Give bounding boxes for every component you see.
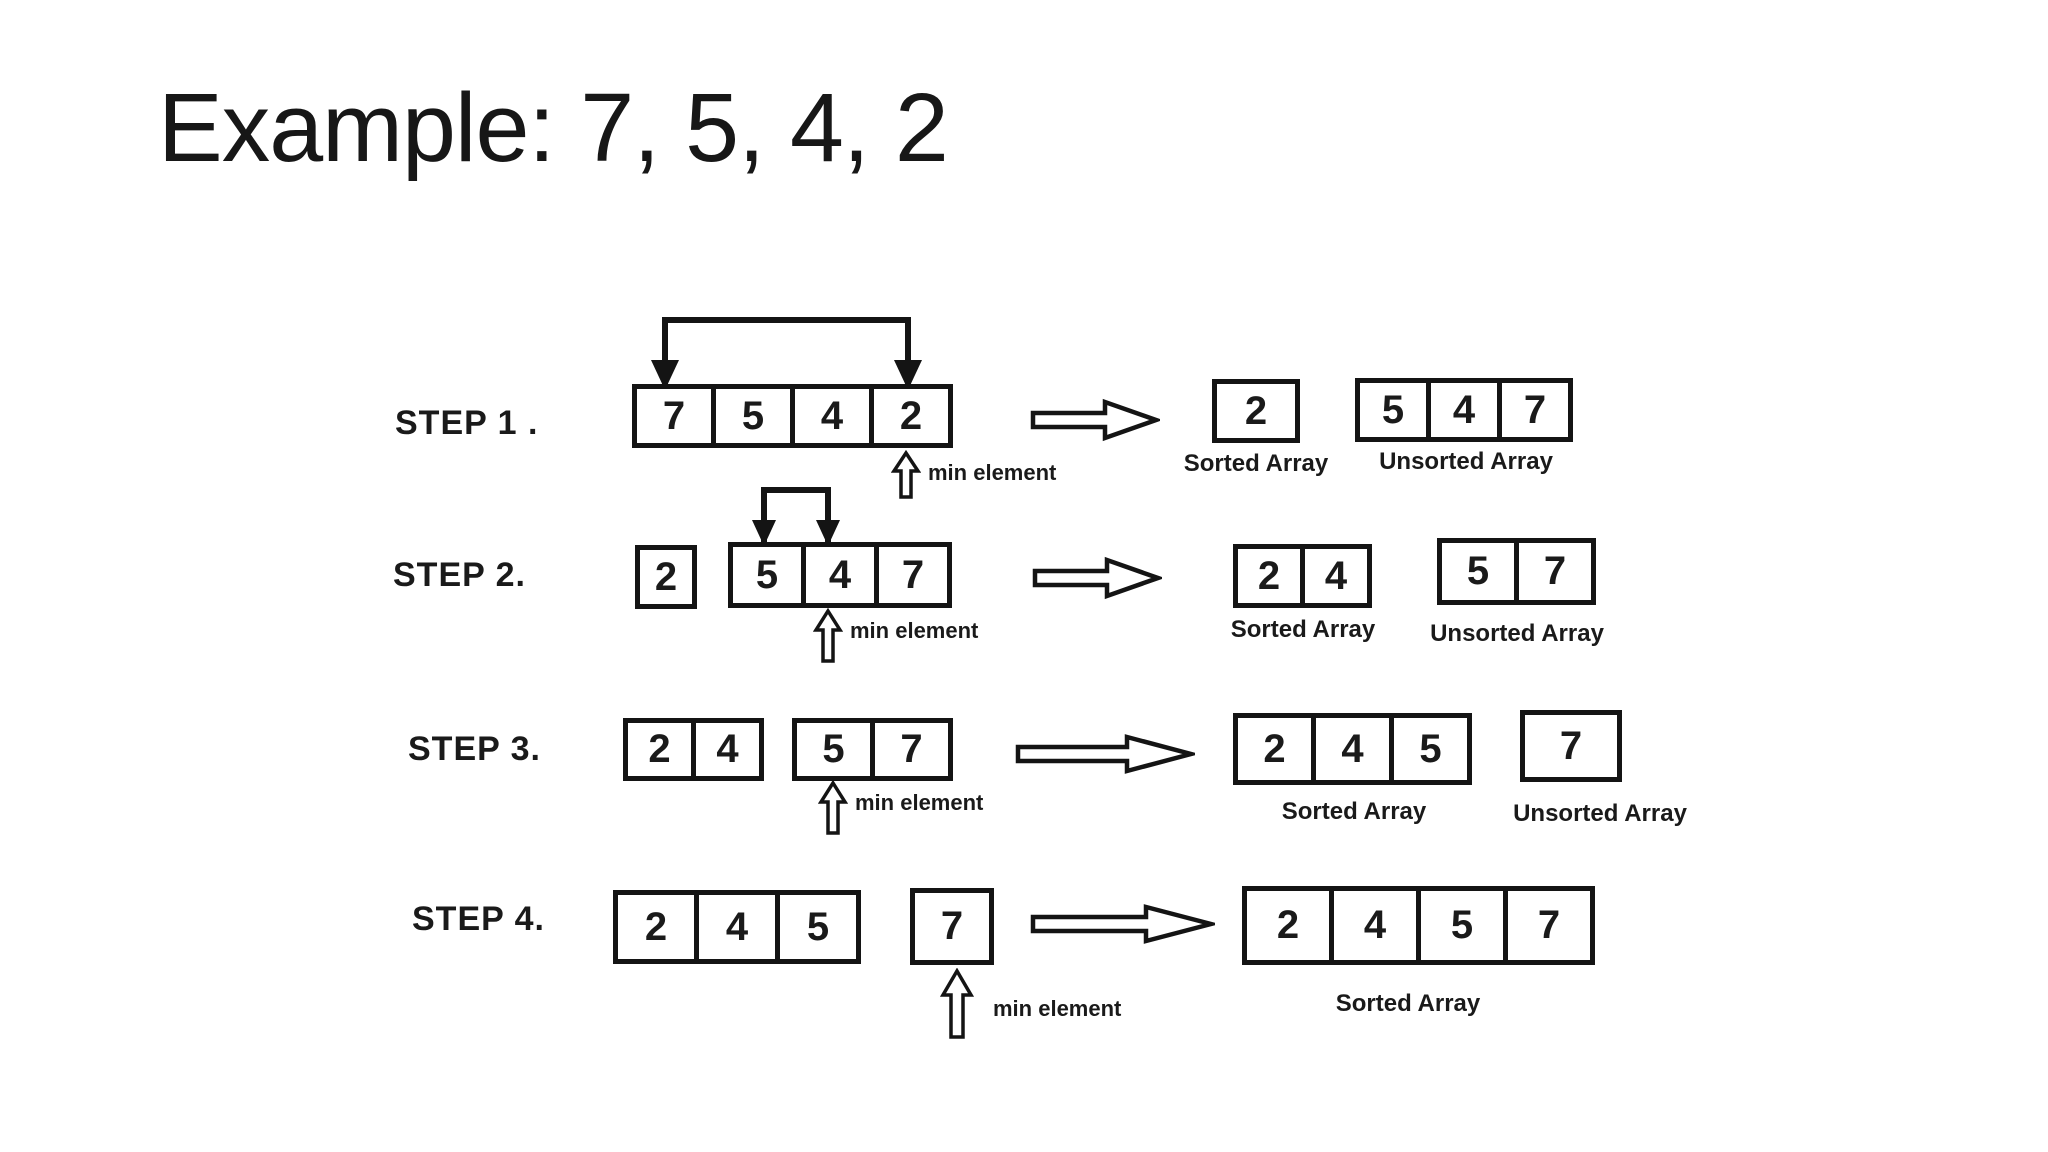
step1-sorted-array: 2 (1212, 379, 1300, 443)
array-cell: 2 (1242, 886, 1334, 965)
array-cell: 4 (1426, 378, 1502, 442)
array-cell: 2 (869, 384, 953, 448)
array-cell: 4 (790, 384, 874, 448)
array-cell: 4 (1311, 713, 1394, 785)
step2-unsorted-array: 5 7 (1437, 538, 1596, 605)
step2-working-array: 5 4 7 (728, 542, 952, 608)
array-cell: 4 (691, 718, 764, 781)
step3-label: STEP 3. (408, 730, 541, 768)
array-cell: 7 (1520, 710, 1622, 782)
step1-sorted-array-label: Sorted Array (1183, 450, 1329, 477)
step4-sorted-array: 2 4 5 7 (1242, 886, 1595, 965)
array-cell: 5 (711, 384, 795, 448)
step3-transform-arrow-icon (1015, 733, 1195, 775)
array-cell: 7 (632, 384, 716, 448)
step1-swap-arrows-icon (645, 306, 935, 392)
step1-min-element-label: min element (928, 460, 1057, 485)
step4-min-element-label: min element (993, 996, 1122, 1021)
array-cell: 5 (1416, 886, 1508, 965)
page-title: Example: 7, 5, 4, 2 (158, 73, 949, 182)
array-cell: 2 (1233, 544, 1305, 608)
step4-transform-arrow-icon (1030, 903, 1215, 945)
step4-sorted-array-label: Sorted Array (1335, 990, 1481, 1017)
step3-unsorted-array-label: Unsorted Array (1513, 800, 1687, 827)
array-cell: 4 (1329, 886, 1421, 965)
step3-unsorted-array: 7 (1520, 710, 1622, 782)
array-cell: 2 (1233, 713, 1316, 785)
array-cell: 2 (1212, 379, 1300, 443)
step2-sorted-array-label: Sorted Array (1230, 616, 1376, 643)
step4-sorted-prefix-array: 2 4 5 (613, 890, 861, 964)
step2-min-element-label: min element (850, 618, 979, 643)
step1-working-array: 7 5 4 2 (632, 384, 953, 448)
step2-unsorted-array-label: Unsorted Array (1430, 620, 1604, 647)
array-cell: 2 (635, 545, 697, 609)
array-cell: 7 (1514, 538, 1596, 605)
array-cell: 5 (1355, 378, 1431, 442)
step3-min-element-label: min element (855, 790, 984, 815)
array-cell: 7 (1503, 886, 1595, 965)
array-cell: 7 (870, 718, 953, 781)
array-cell: 2 (623, 718, 696, 781)
array-cell: 5 (775, 890, 861, 964)
array-cell: 7 (874, 542, 952, 608)
step2-sorted-prefix-array: 2 (635, 545, 697, 609)
step4-working-array: 7 (910, 888, 994, 965)
array-cell: 2 (613, 890, 699, 964)
step1-transform-arrow-icon (1030, 398, 1160, 442)
step2-min-element-arrow-icon (813, 608, 843, 664)
step4-label: STEP 4. (412, 900, 545, 938)
array-cell: 4 (694, 890, 780, 964)
step1-min-element-arrow-icon (891, 450, 921, 500)
step1-unsorted-array: 5 4 7 (1355, 378, 1573, 442)
step1-label: STEP 1 . (395, 404, 539, 442)
array-cell: 5 (1389, 713, 1472, 785)
array-cell: 5 (728, 542, 806, 608)
step3-sorted-array: 2 4 5 (1233, 713, 1472, 785)
step3-sorted-prefix-array: 2 4 (623, 718, 764, 781)
step3-min-element-arrow-icon (818, 780, 848, 836)
array-cell: 7 (1497, 378, 1573, 442)
step2-swap-arrows-icon (750, 478, 850, 548)
step4-min-element-arrow-icon (940, 968, 974, 1040)
array-cell: 4 (801, 542, 879, 608)
step1-unsorted-array-label: Unsorted Array (1379, 448, 1553, 475)
array-cell: 7 (910, 888, 994, 965)
step3-working-array: 5 7 (792, 718, 953, 781)
array-cell: 5 (792, 718, 875, 781)
array-cell: 5 (1437, 538, 1519, 605)
step2-sorted-array: 2 4 (1233, 544, 1372, 608)
step3-sorted-array-label: Sorted Array (1281, 798, 1427, 825)
step2-transform-arrow-icon (1032, 556, 1162, 600)
step2-label: STEP 2. (393, 556, 526, 594)
array-cell: 4 (1300, 544, 1372, 608)
